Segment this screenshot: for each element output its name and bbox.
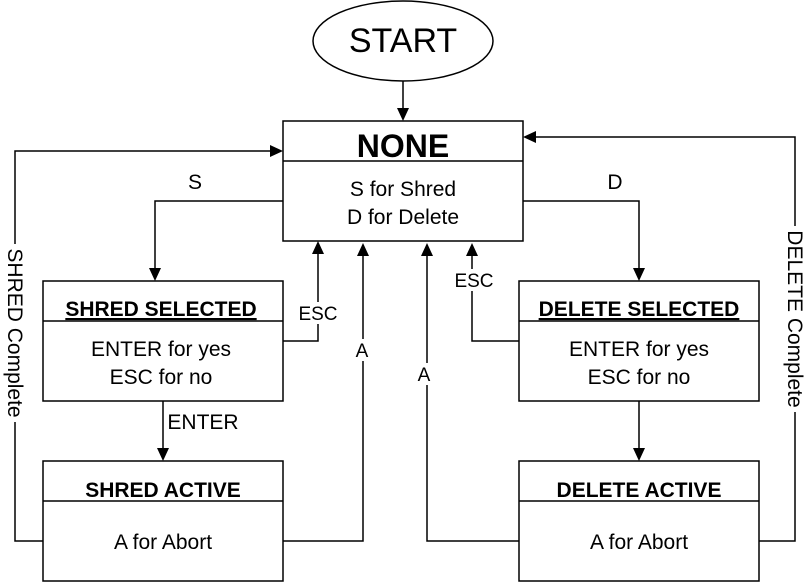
edge-label-esc-shred: ESC — [298, 304, 337, 325]
edge-label-s: S — [188, 171, 202, 194]
edge-label-enter: ENTER — [167, 411, 238, 434]
delete-selected-box — [518, 280, 760, 402]
arrowhead-delete-abort — [421, 243, 433, 256]
delete-selected-line1: ENTER for yes — [569, 338, 709, 361]
edge-label-shred-complete: SHRED Complete — [3, 248, 26, 417]
arrowhead-shred-esc — [312, 241, 324, 254]
arrowhead-delete-active — [633, 448, 645, 461]
arrowhead-shred-selected — [149, 268, 161, 281]
edge-none-to-delete-selected — [523, 200, 640, 270]
arrowhead-shred-active — [157, 448, 169, 461]
none-line2: D for Delete — [347, 206, 459, 229]
edge-shred-abort-to-none — [283, 254, 364, 542]
edge-labels: S D ESC ESC A A ENTER SHRED Complete DEL… — [3, 171, 807, 434]
edge-label-abort-shred-bg — [353, 339, 373, 361]
none-title: NONE — [357, 128, 449, 164]
none-line1: S for Shred — [350, 178, 456, 201]
edges — [14, 81, 796, 542]
edge-none-to-shred-selected — [154, 200, 283, 270]
edge-label-abort-shred: A — [356, 341, 369, 362]
arrowhead-delete-complete — [523, 131, 536, 143]
shred-selected-line2: ESC for no — [110, 366, 213, 389]
edge-label-shred-complete-bg — [3, 244, 27, 422]
start-ellipse — [312, 0, 494, 82]
edge-label-d: D — [607, 171, 622, 194]
edge-label-esc-delete: ESC — [454, 271, 493, 292]
edge-label-delete-complete-bg — [783, 226, 807, 412]
delete-selected-line2: ESC for no — [588, 366, 691, 389]
edge-label-abort-delete: A — [418, 365, 431, 386]
edge-label-delete-complete: DELETE Complete — [783, 230, 806, 407]
arrowhead-none-top — [397, 108, 409, 121]
node-start: START — [312, 0, 494, 82]
node-delete-active: DELETE ACTIVE A for Abort — [518, 460, 760, 582]
arrowhead-shred-complete — [270, 145, 283, 157]
shred-selected-box — [42, 280, 284, 402]
edge-shred-esc-to-none — [283, 252, 319, 342]
edge-delete-abort-to-none — [426, 254, 519, 542]
shred-active-box — [42, 460, 284, 582]
node-delete-selected: DELETE SELECTED ENTER for yes ESC for no — [518, 280, 760, 402]
node-shred-active: SHRED ACTIVE A for Abort — [42, 460, 284, 582]
none-box — [282, 120, 524, 242]
edge-label-esc-shred-bg — [296, 302, 340, 324]
arrowhead-delete-esc — [466, 243, 478, 256]
shred-selected-title: SHRED SELECTED — [65, 298, 256, 321]
edge-delete-esc-to-none — [471, 254, 519, 342]
delete-active-line1: A for Abort — [590, 531, 688, 554]
shred-active-title: SHRED ACTIVE — [85, 479, 241, 502]
shred-selected-line1: ENTER for yes — [91, 338, 231, 361]
node-none: NONE S for Shred D for Delete — [282, 120, 524, 242]
edge-label-abort-delete-bg — [415, 363, 435, 385]
delete-selected-title: DELETE SELECTED — [539, 298, 740, 321]
delete-active-title: DELETE ACTIVE — [557, 479, 722, 502]
edge-label-esc-delete-bg — [451, 269, 495, 291]
arrowhead-delete-selected — [633, 268, 645, 281]
node-shred-selected: SHRED SELECTED ENTER for yes ESC for no — [42, 280, 284, 402]
delete-active-box — [518, 460, 760, 582]
shred-active-line1: A for Abort — [114, 531, 212, 554]
start-label: START — [349, 22, 457, 60]
arrowhead-shred-abort — [357, 243, 369, 256]
